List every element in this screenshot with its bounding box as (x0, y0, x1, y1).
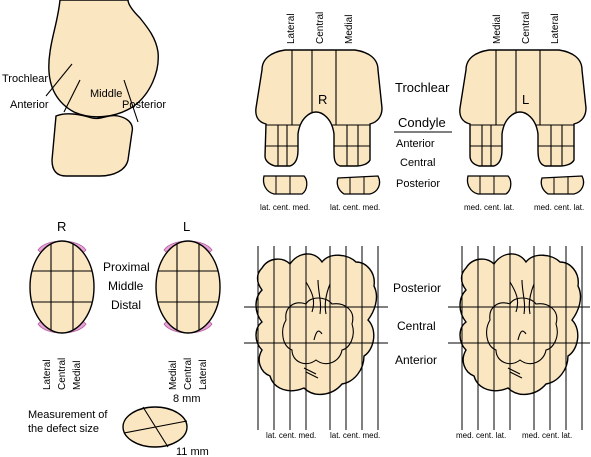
measurement-label-line1: Measurement of (28, 409, 108, 421)
femur-left-col-central: Central (521, 12, 532, 44)
tibia-label-posterior: Posterior (393, 281, 441, 295)
patella-right-col-central: Central (57, 358, 68, 390)
femur-right-bottom-group-2: lat. cent. med. (330, 203, 380, 212)
patella-label-proximal: Proximal (103, 260, 150, 274)
patella-left: L Medial Central Lateral (155, 219, 221, 390)
tibia-left-spine-marks (507, 279, 535, 379)
femur-right-col-central: Central (315, 12, 326, 44)
knee-label-posterior: Posterior (122, 99, 166, 111)
femur-label-posterior: Posterior (396, 178, 440, 190)
femur-frontal-right: Lateral Central Medial R lat. cent. med.… (255, 12, 383, 212)
tibia-left-tubercle-outline (486, 297, 558, 365)
patella-label-middle: Middle (108, 279, 144, 293)
tibia-left: med. cent. lat. med. cent. lat. (448, 246, 590, 440)
tibia-right-bottom-group-2: lat. cent. med. (330, 431, 380, 440)
femur-right-outline (255, 49, 383, 167)
femur-label-trochlear: Trochlear (395, 80, 450, 95)
tibia-right-bottom-group-1: lat. cent. med. (266, 431, 316, 440)
patella-right-letter: R (57, 219, 66, 234)
patella-label-distal: Distal (111, 298, 141, 312)
defect-axis-length (123, 420, 188, 434)
tibia-center-labels: Posterior Central Anterior (393, 281, 441, 367)
tibia-label-anterior: Anterior (395, 353, 437, 367)
femur-left-col-lateral: Lateral (550, 13, 561, 44)
patella-left-grid (156, 241, 220, 333)
middle-posterior-divider-line (123, 79, 139, 123)
femur-left-outline (459, 49, 587, 167)
patella-right: R Lateral Central Medial (29, 219, 95, 390)
tibia-right-tubercle-outline (282, 297, 354, 365)
femur-left-col-medial: Medial (492, 15, 503, 44)
tibia-right: lat. cent. med. lat. cent. med. (244, 246, 388, 440)
femur-left-side-letter: L (522, 92, 529, 107)
patella-right-col-medial: Medial (72, 361, 83, 390)
measurement-length-label: 11 mm (176, 446, 209, 457)
anterior-middle-divider-line (63, 79, 81, 113)
knee-label-anterior: Anterior (10, 99, 49, 111)
lateral-knee-view: Trochlear Anterior Middle Posterior (2, 0, 166, 177)
tibia-left-grid (448, 246, 590, 430)
femur-center-labels: Trochlear Condyle Anterior Central Poste… (394, 80, 452, 190)
femur-label-condyle: Condyle (398, 115, 446, 130)
patella-left-letter: L (183, 219, 190, 234)
patella-right-col-lateral: Lateral (42, 359, 53, 390)
femur-left-posterior-medial-piece (466, 175, 512, 195)
tibia-left-bottom-group-1: med. cent. lat. (456, 431, 506, 440)
femur-label-anterior: Anterior (396, 138, 435, 150)
patella-row-labels: Proximal Middle Distal (103, 260, 150, 312)
patella-right-grid (30, 241, 94, 333)
knee-label-trochlear: Trochlear (2, 73, 48, 85)
tibia-right-spine-marks (303, 279, 331, 379)
femur-left-posterior-lateral-piece (540, 175, 585, 195)
femur-right-posterior-medial-piece (336, 175, 381, 195)
tibia-plateau-shape (51, 113, 134, 177)
patella-left-col-lateral: Lateral (198, 359, 209, 390)
measurement-width-label: 8 mm (173, 393, 201, 405)
femur-right-bottom-group-1: lat. cent. med. (260, 203, 310, 212)
femur-right-side-letter: R (318, 92, 327, 107)
patella-left-col-central: Central (183, 358, 194, 390)
femur-left-bottom-group-2: med. cent. lat. (534, 203, 584, 212)
tibia-right-grid (244, 246, 388, 430)
femur-label-central: Central (400, 157, 435, 169)
femur-right-col-lateral: Lateral (286, 13, 297, 44)
patella-left-outline (155, 240, 221, 334)
femur-frontal-left: Medial Central Lateral L med. cent. lat.… (459, 12, 587, 212)
trochlear-divider-line (45, 63, 73, 97)
measurement-label-line2: the defect size (28, 423, 99, 435)
patella-left-col-medial: Medial (168, 361, 179, 390)
defect-measurement: Measurement of the defect size 8 mm 11 m… (28, 393, 209, 457)
tibia-label-central: Central (397, 319, 436, 333)
femur-left-bottom-group-1: med. cent. lat. (464, 203, 514, 212)
femur-right-col-medial: Medial (344, 15, 355, 44)
tibia-left-bottom-group-2: med. cent. lat. (522, 431, 572, 440)
knee-label-middle: Middle (90, 88, 122, 100)
patella-right-outline (29, 240, 95, 334)
femur-right-posterior-lateral-piece (262, 175, 308, 195)
